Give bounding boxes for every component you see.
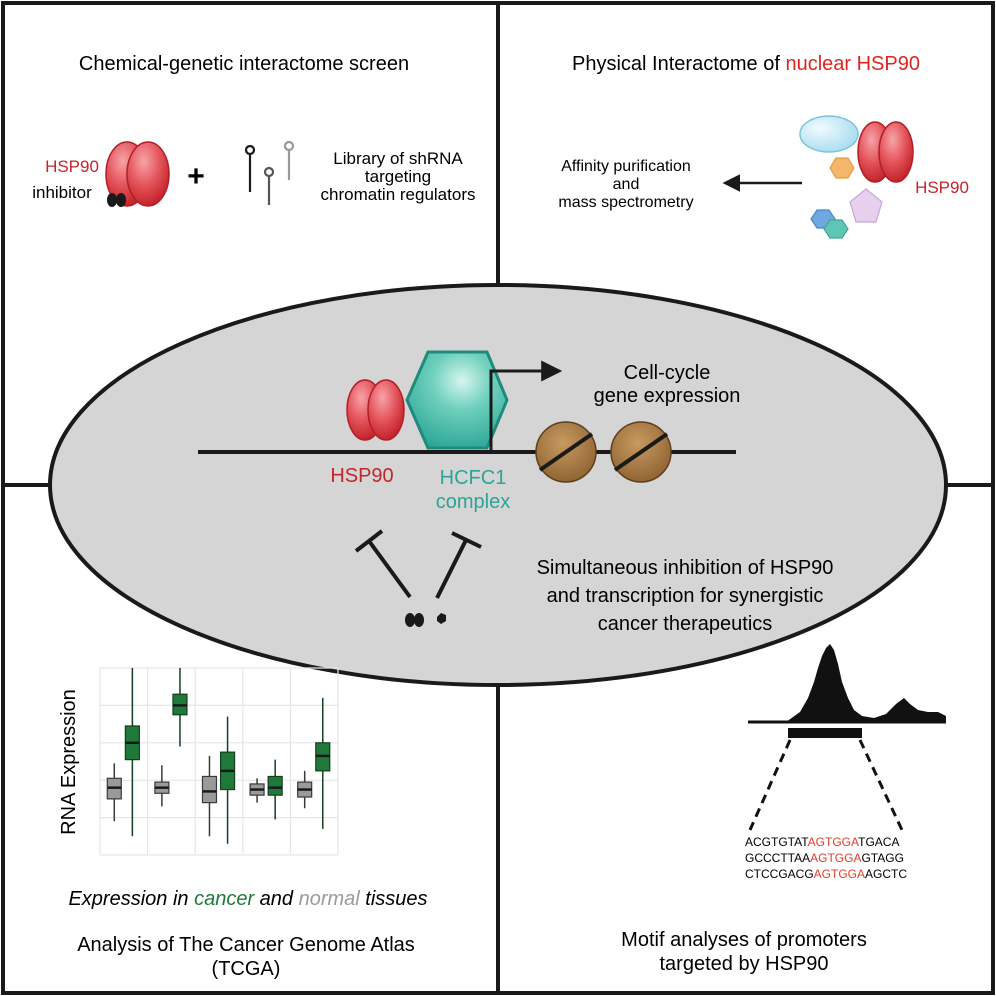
cancer-tissue-box	[124, 668, 140, 837]
caption-part-1: Expression in	[68, 888, 194, 910]
library-line-3: chromatin regulators	[321, 185, 476, 204]
boxplot-grid	[99, 667, 339, 856]
normal-tissue-box	[106, 763, 122, 822]
method-line-1: Affinity purification	[561, 158, 691, 175]
interactome-title-prefix: Physical Interactome of	[572, 53, 785, 75]
normal-tissue-box	[297, 770, 313, 809]
library-line-2: targeting	[365, 167, 431, 186]
box-body	[201, 775, 218, 804]
motif-title-line-2: targeted by HSP90	[660, 953, 829, 975]
caption-part-3: tissues	[360, 888, 428, 910]
promoter-region-bar	[788, 728, 862, 738]
inhibition-symbols	[354, 529, 482, 599]
expression-line-1: Cell-cycle	[624, 362, 711, 384]
therapy-line-3: cancer therapeutics	[598, 613, 773, 635]
cancer-tissue-box	[219, 716, 236, 844]
hsp90-label-right: HSP90	[915, 178, 969, 197]
interactor-pentagon-icon	[849, 188, 883, 223]
expression-caption: Expression in cancer and normal tissues	[68, 888, 427, 910]
sequence-prefix: GCCCTTAA	[745, 851, 810, 865]
zoom-line-right	[858, 739, 904, 831]
library-line-1: Library of shRNA	[333, 149, 463, 168]
normal-tissue-box	[201, 755, 218, 837]
normal-tissue-box	[154, 765, 170, 807]
shrna-hairpin-icons	[244, 140, 295, 205]
interactor-oval-icon	[799, 115, 859, 153]
hsp90-protein-icon-center	[346, 379, 405, 441]
nucleus-ellipse	[48, 283, 948, 687]
hsp90-label-center: HSP90	[330, 465, 393, 487]
hcfc1-label-line-2: complex	[436, 491, 510, 513]
panel-title-screen: Chemical-genetic interactome screen	[79, 53, 409, 75]
interactome-title-highlight: nuclear HSP90	[785, 53, 920, 75]
inhibitor-label: inhibitor	[32, 183, 92, 202]
hsp90-protein-icon	[105, 141, 170, 207]
boxplot-boxes	[106, 668, 331, 844]
tcga-line-2: (TCGA)	[212, 958, 281, 980]
chip-seq-peak-icon	[748, 644, 946, 722]
method-line-3: mass spectrometry	[558, 194, 693, 211]
zoom-line-left	[748, 739, 792, 831]
sequence-suffix: AGCTC	[865, 867, 907, 881]
cancer-tissue-box	[267, 759, 283, 820]
panel-title-interactome: Physical Interactome of nuclear HSP90	[572, 53, 920, 75]
interactor-orange-hexagon-icon	[829, 157, 855, 179]
caption-cancer: cancer	[194, 888, 255, 910]
sequence-row: CTCCGACGAGTGGAAGCTC	[745, 867, 907, 881]
caption-part-2: and	[254, 888, 298, 910]
tcga-line-1: Analysis of The Cancer Genome Atlas	[77, 934, 415, 956]
sequence-prefix: CTCCGACG	[745, 867, 814, 881]
hcfc1-complex-hexagon-icon	[405, 350, 509, 450]
panel-chemical-genetic-screen: Chemical-genetic interactome screen HSP9…	[32, 53, 475, 207]
hcfc1-label-line-1: HCFC1	[440, 467, 507, 489]
sequence-suffix: GTAGG	[861, 851, 903, 865]
central-nucleus: Cell-cycle gene expression HSP90 HCFC1 c…	[48, 283, 948, 687]
motif-title-line-1: Motif analyses of promoters	[621, 929, 867, 951]
hsp90-protein-icon-right	[857, 121, 914, 183]
cancer-tissue-box	[315, 697, 331, 829]
sequence-motif: AGTGGA	[808, 835, 859, 849]
plus-sign: +	[187, 160, 205, 193]
caption-normal: normal	[299, 888, 361, 910]
nucleosome-icon-1	[535, 421, 597, 483]
sequence-prefix: ACGTGTAT	[745, 835, 809, 849]
sequence-motif: AGTGGA	[814, 867, 865, 881]
nucleosome-icon-2	[610, 421, 672, 483]
sequence-row: GCCCTTAAAGTGGAGTAGG	[745, 851, 904, 865]
therapy-line-1: Simultaneous inhibition of HSP90	[537, 557, 834, 579]
transcription-arrow	[489, 360, 563, 450]
panel-tcga-analysis: RNA Expression Expression in cancer and …	[58, 667, 428, 980]
panel-motif-analysis: ACGTGTATAGTGGATGACA GCCCTTAAAGTGGAGTAGG …	[621, 644, 946, 975]
panel-physical-interactome: Physical Interactome of nuclear HSP90 Af…	[558, 53, 969, 239]
method-line-2: and	[613, 176, 640, 193]
therapy-line-2: and transcription for synergistic	[547, 585, 824, 607]
interactor-teal-hexagon-icon	[823, 219, 849, 239]
expression-line-2: gene expression	[594, 385, 741, 407]
sequence-row: ACGTGTATAGTGGATGACA	[745, 835, 899, 849]
normal-tissue-box	[249, 778, 265, 803]
cancer-tissue-box	[172, 668, 188, 747]
motif-sequences: ACGTGTATAGTGGATGACA GCCCTTAAAGTGGAGTAGG …	[745, 835, 907, 881]
rna-expression-axis-label: RNA Expression	[58, 689, 80, 835]
sequence-suffix: TGACA	[858, 835, 899, 849]
inhibitor-molecule-icon	[107, 193, 126, 207]
sequence-motif: AGTGGA	[810, 851, 861, 865]
box-body	[267, 775, 283, 796]
hsp90-label-left: HSP90	[45, 157, 99, 176]
inhibitor-molecule-icons-center	[405, 613, 446, 627]
